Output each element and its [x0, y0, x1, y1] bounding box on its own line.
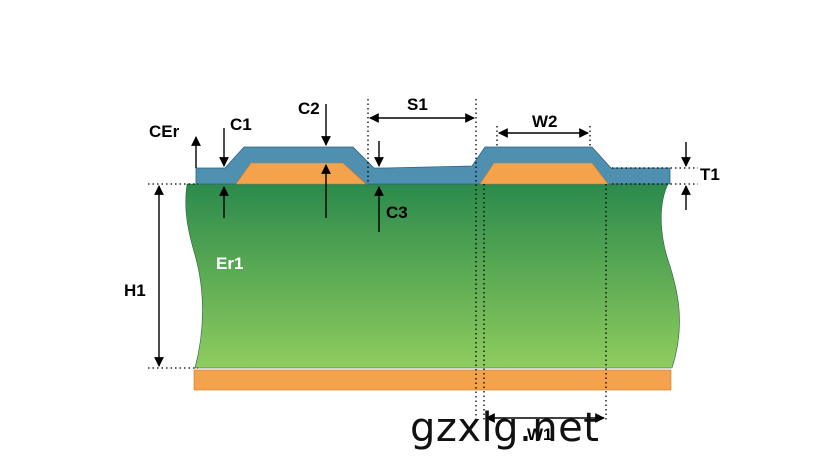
label-c3: C3 [386, 203, 408, 222]
label-w2: W2 [532, 112, 558, 131]
label-c2: C2 [298, 99, 320, 118]
label-t1: T1 [700, 165, 720, 184]
label-h1: H1 [124, 281, 146, 300]
trace-left [235, 162, 367, 185]
watermark-text: gzxlg.net [410, 405, 600, 451]
label-c1: C1 [230, 115, 252, 134]
label-cer: CEr [149, 122, 180, 141]
label-er1: Er1 [216, 254, 243, 273]
trace-right [479, 162, 609, 185]
label-s1: S1 [407, 95, 428, 114]
dotted-reference-lines [148, 99, 698, 420]
label-w1: W1 [527, 425, 553, 444]
substrate-dielectric [185, 183, 680, 369]
reference-plane [193, 369, 672, 391]
dimension-arrows [154, 104, 691, 423]
